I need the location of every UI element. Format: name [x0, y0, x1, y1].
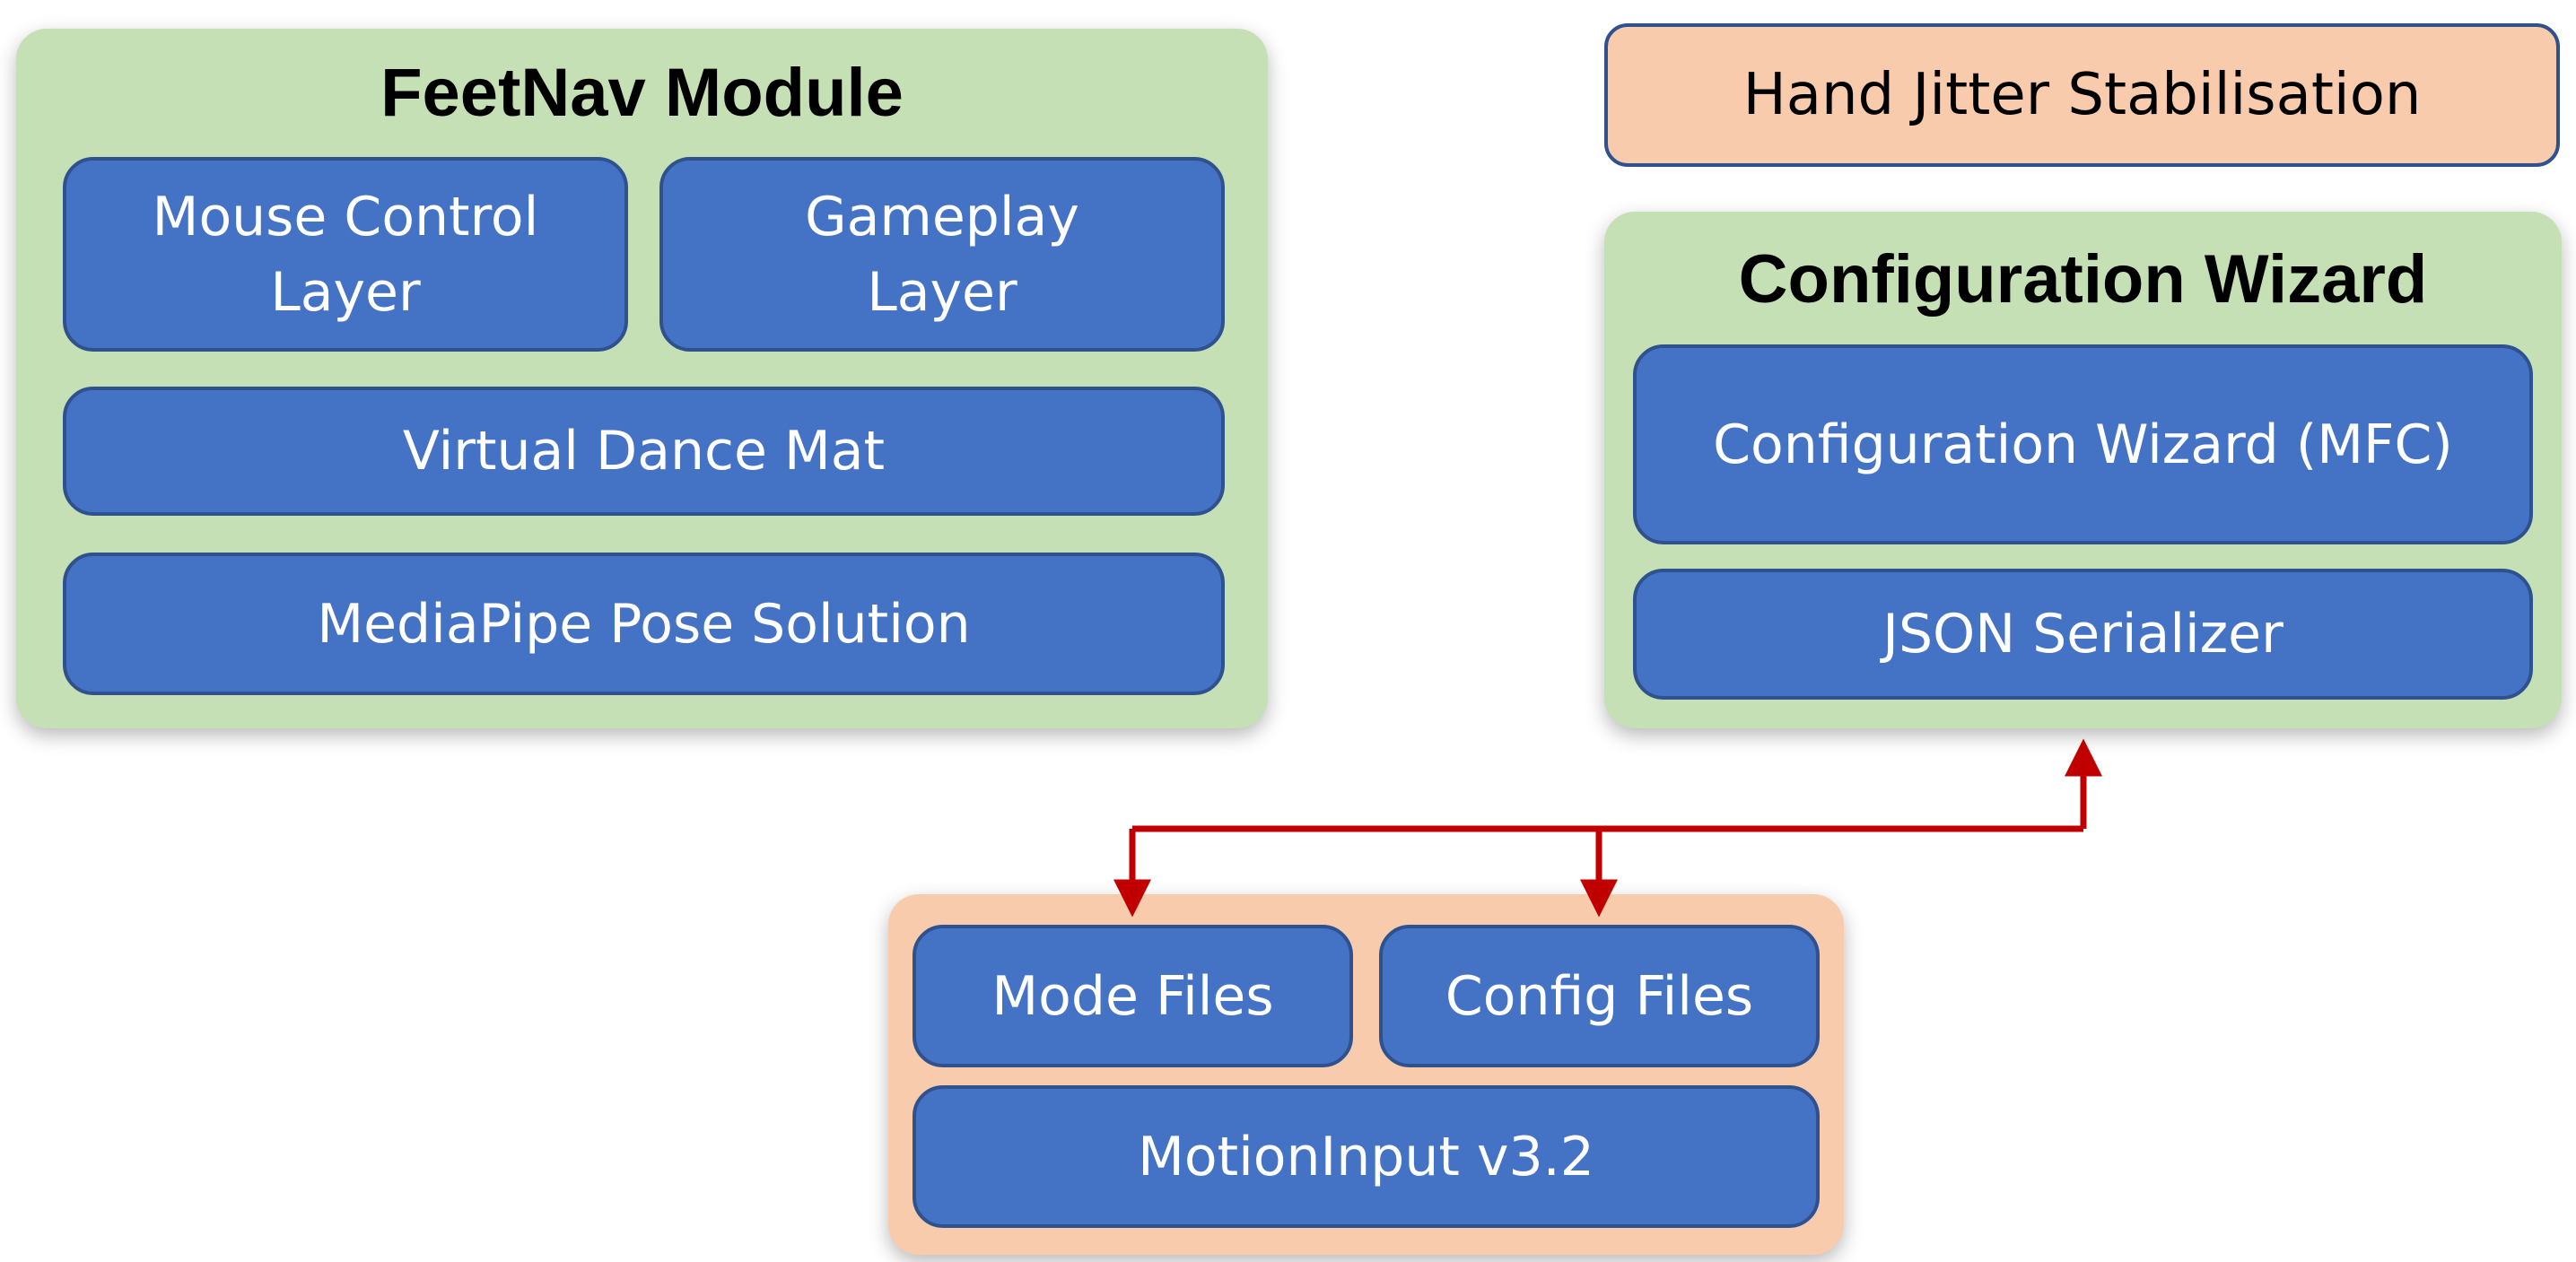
configuration-wizard-panel: Configuration Wizard Configuration Wizar…	[1604, 212, 2562, 728]
motioninput-panel: Mode Files Config Files MotionInput v3.2	[888, 894, 1844, 1255]
configuration-wizard-title: Configuration Wizard	[1738, 241, 2428, 318]
config-files-label: Config Files	[1445, 964, 1754, 1028]
gameplay-layer-label: Gameplay Layer	[805, 185, 1079, 324]
json-serializer-block: JSON Serializer	[1633, 569, 2533, 700]
motioninput-core-block: MotionInput v3.2	[913, 1085, 1820, 1228]
mediapipe-pose-solution-block: MediaPipe Pose Solution	[63, 553, 1225, 695]
configuration-wizard-mfc-label: Configuration Wizard (MFC)	[1713, 413, 2453, 476]
configuration-wizard-mfc-block: Configuration Wizard (MFC)	[1633, 344, 2533, 544]
config-files-block: Config Files	[1379, 925, 1820, 1067]
mouse-control-layer-label: Mouse Control Layer	[152, 185, 539, 324]
mouse-control-layer-block: Mouse Control Layer	[63, 157, 628, 352]
virtual-dance-mat-block: Virtual Dance Mat	[63, 387, 1225, 516]
mediapipe-pose-solution-label: MediaPipe Pose Solution	[317, 592, 971, 656]
virtual-dance-mat-label: Virtual Dance Mat	[402, 420, 886, 483]
mode-files-block: Mode Files	[913, 925, 1353, 1067]
gameplay-layer-block: Gameplay Layer	[659, 157, 1225, 352]
motioninput-core-label: MotionInput v3.2	[1138, 1125, 1594, 1188]
hand-jitter-stabilisation-box: Hand Jitter Stabilisation	[1604, 23, 2560, 167]
json-serializer-label: JSON Serializer	[1882, 603, 2283, 666]
feetnav-module-panel: FeetNav Module Mouse Control Layer Gamep…	[16, 29, 1268, 728]
hand-jitter-stabilisation-label: Hand Jitter Stabilisation	[1742, 62, 2422, 128]
mode-files-label: Mode Files	[991, 964, 1274, 1028]
feetnav-module-title: FeetNav Module	[380, 55, 904, 131]
